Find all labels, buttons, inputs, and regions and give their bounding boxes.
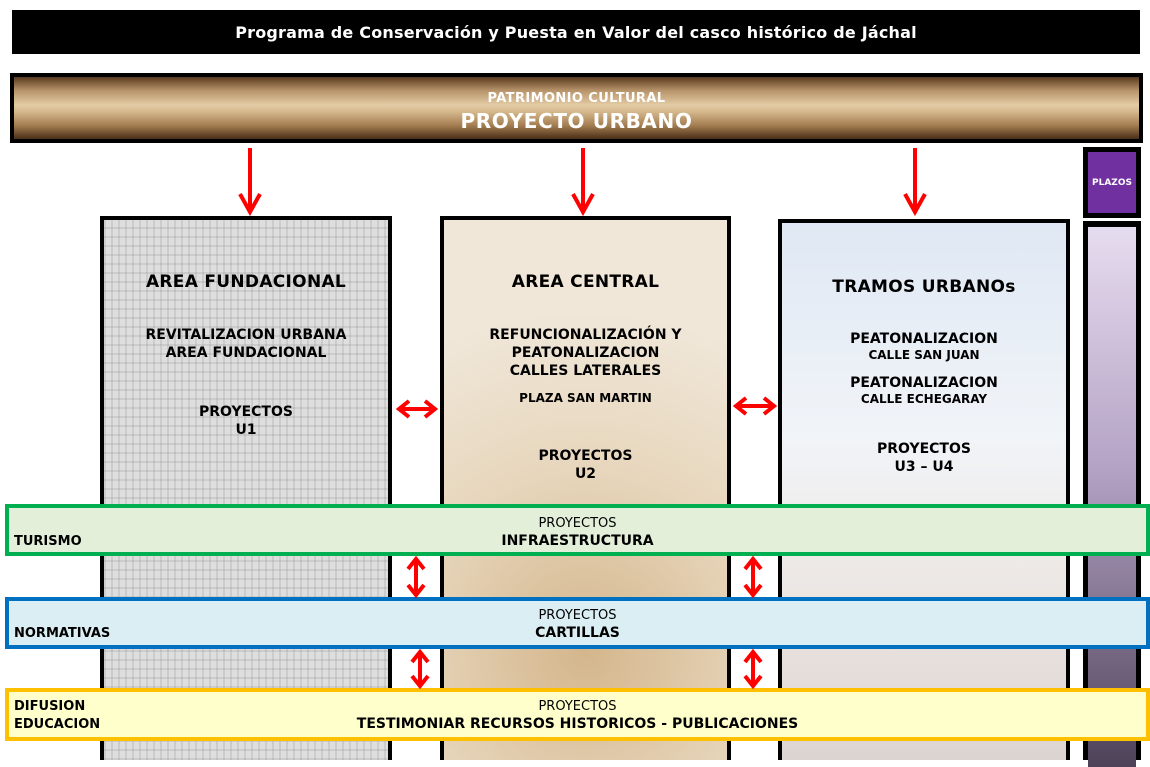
plazos-box: PLAZOS [1083, 147, 1141, 218]
column-title: AREA FUNDACIONAL [145, 272, 347, 292]
header-subtitle: PATRIMONIO CULTURAL [487, 91, 666, 106]
item-main: PEATONALIZACION [850, 375, 998, 391]
header-band: PATRIMONIO CULTURAL PROYECTO URBANO [10, 73, 1143, 143]
band-main-text: INFRAESTRUCTURA [501, 533, 654, 549]
double-arrow-horizontal [395, 399, 439, 419]
plazos-timeline-gradient [1088, 227, 1136, 767]
double-arrow-horizontal [732, 396, 778, 416]
column-line: REVITALIZACION URBANA [145, 327, 347, 343]
projects-code: U1 [235, 422, 257, 438]
band-label: TURISMO [14, 534, 82, 549]
column-extra: PLAZA SAN MARTIN [519, 391, 652, 405]
program-title: Programa de Conservación y Puesta en Val… [12, 10, 1140, 54]
column-title: TRAMOS URBANOs [832, 277, 1016, 297]
band-top-text: PROYECTOS [538, 516, 617, 531]
band-label: EDUCACION [14, 717, 101, 732]
double-arrow-vertical [743, 555, 763, 599]
item-sub: CALLE SAN JUAN [868, 348, 980, 362]
plazos-timeline-bar [1083, 221, 1141, 767]
header-title: PROYECTO URBANO [460, 109, 693, 133]
projects-label: PROYECTOS [877, 441, 971, 457]
down-arrow-tramos [903, 148, 927, 217]
double-arrow-vertical [406, 555, 426, 599]
column-tramos-urbanos: TRAMOS URBANOs PEATONALIZACION CALLE SAN… [778, 219, 1070, 760]
projects-label: PROYECTOS [538, 448, 633, 464]
projects-code: U2 [574, 466, 597, 482]
column-line: REFUNCIONALIZACIÓN Y [489, 327, 682, 343]
band-top-text: PROYECTOS [538, 699, 617, 714]
down-arrow-central [571, 148, 595, 217]
band-top-text: PROYECTOS [538, 608, 617, 623]
band-label: DIFUSION [14, 699, 86, 714]
double-arrow-vertical [743, 648, 763, 690]
column-area-fundacional: AREA FUNDACIONAL REVITALIZACION URBANA A… [100, 216, 392, 760]
band-difusion-educacion: DIFUSION EDUCACION PROYECTOS TESTIMONIAR… [5, 688, 1150, 741]
band-normativas: NORMATIVAS PROYECTOS CARTILLAS [5, 597, 1150, 649]
column-line: PEATONALIZACION [511, 345, 660, 361]
band-label: NORMATIVAS [14, 626, 111, 641]
item-sub: CALLE ECHEGARAY [860, 392, 988, 406]
down-arrow-fundacional [238, 148, 262, 217]
column-line: AREA FUNDACIONAL [165, 345, 327, 361]
projects-code: U3 – U4 [894, 459, 954, 475]
band-turismo: TURISMO PROYECTOS INFRAESTRUCTURA [5, 504, 1150, 556]
column-line: CALLES LATERALES [509, 363, 662, 379]
plazos-label: PLAZOS [1088, 152, 1136, 213]
band-main-text: TESTIMONIAR RECURSOS HISTORICOS - PUBLIC… [356, 716, 799, 732]
double-arrow-vertical [410, 648, 430, 690]
item-main: PEATONALIZACION [850, 331, 998, 347]
column-title: AREA CENTRAL [511, 272, 660, 292]
band-main-text: CARTILLAS [535, 625, 620, 641]
column-area-central: AREA CENTRAL REFUNCIONALIZACIÓN Y PEATON… [440, 216, 731, 760]
projects-label: PROYECTOS [199, 404, 293, 420]
